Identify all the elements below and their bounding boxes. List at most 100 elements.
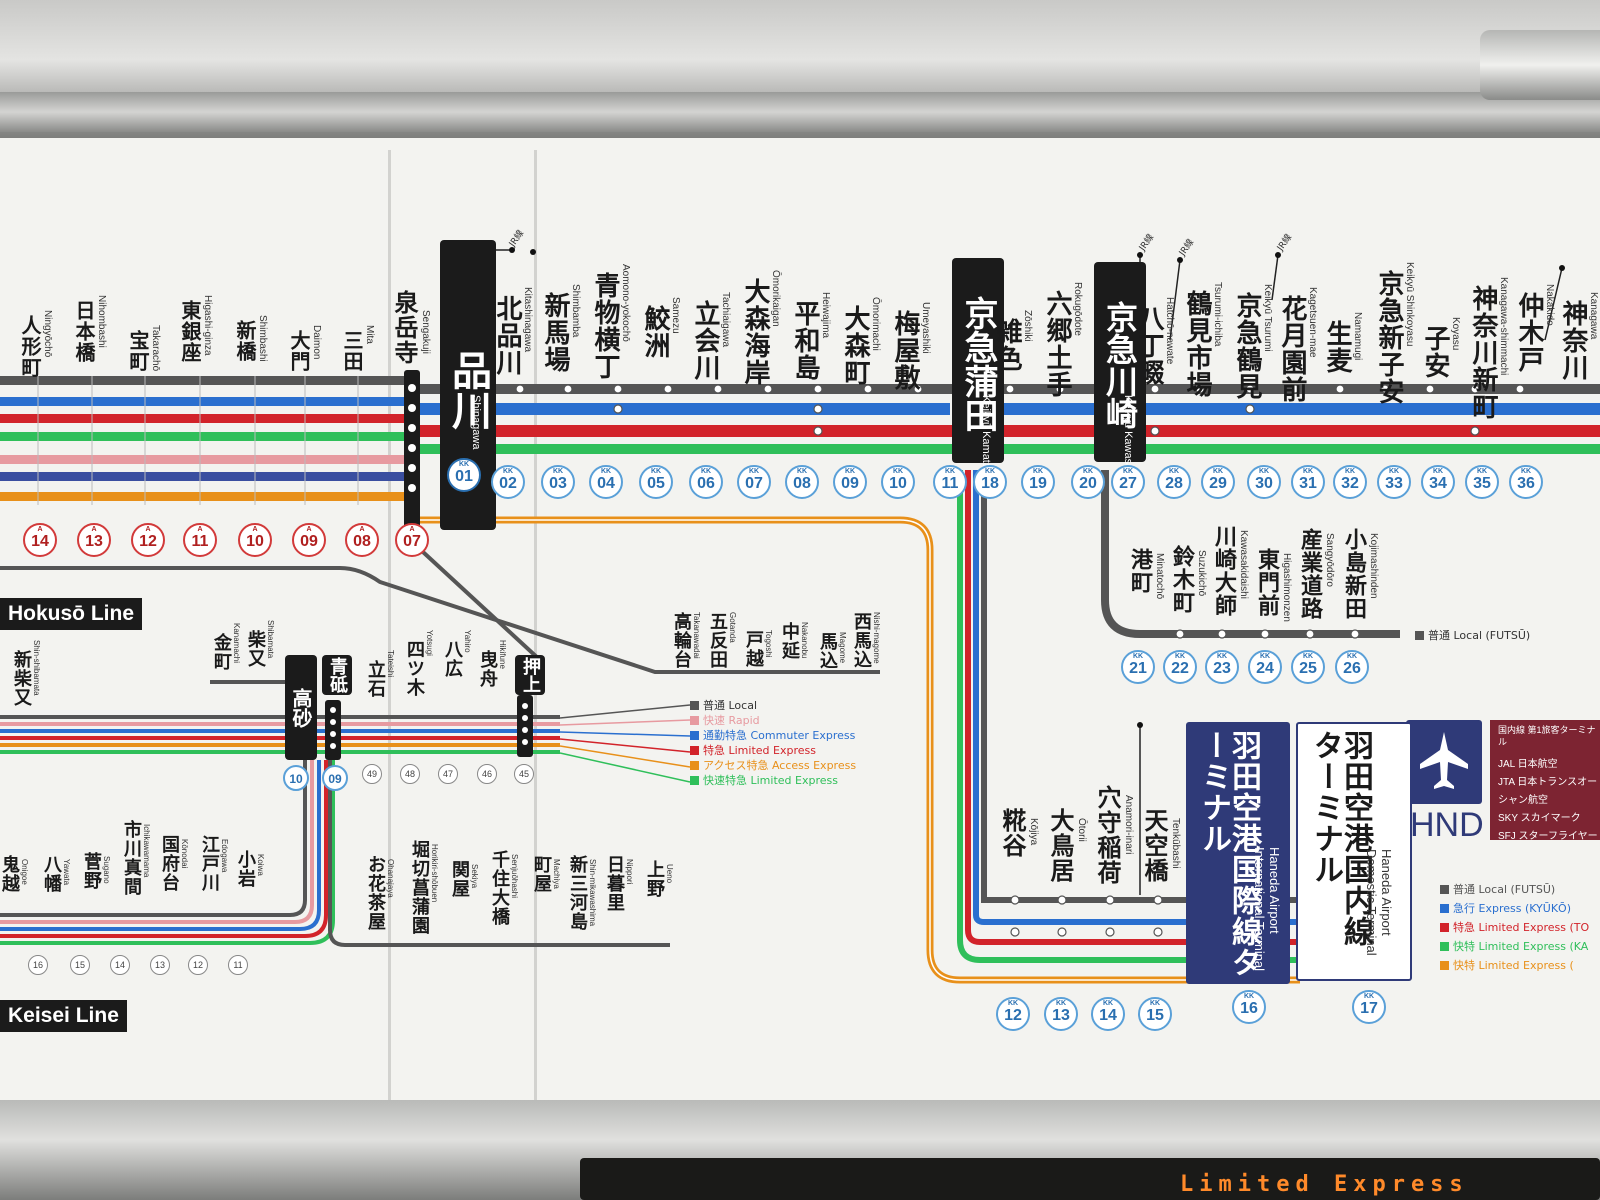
station-number: 13 bbox=[1052, 1007, 1070, 1024]
station-name: 立会川 bbox=[690, 300, 720, 381]
legend-swatch bbox=[1440, 885, 1449, 894]
station-romaji: Hatchō-nawate bbox=[1164, 297, 1175, 365]
station-name: 大鳥居 bbox=[1046, 808, 1074, 883]
station-name: 泉岳寺 bbox=[390, 290, 418, 365]
airline-item: JAL 日本航空 bbox=[1498, 759, 1558, 770]
station-name: 雑色 bbox=[992, 318, 1022, 372]
station-number: 12 bbox=[192, 960, 203, 970]
station-romaji: Yotsugi bbox=[425, 630, 434, 656]
station-romaji: Keikyū Shinkoyasu bbox=[1404, 262, 1415, 347]
station-romaji: Suzukichō bbox=[1196, 550, 1207, 597]
station-number: 24 bbox=[1256, 660, 1274, 677]
station-name: 新柴又 bbox=[11, 650, 32, 707]
panel-seam bbox=[388, 150, 391, 1110]
station-name: 高砂 bbox=[289, 687, 313, 728]
station-romaji: Kanagawa-shimmachi bbox=[1498, 277, 1509, 376]
station-romaji: Tateishi bbox=[386, 650, 395, 678]
station-number: 28 bbox=[1165, 475, 1183, 492]
station-romaji: Shinagawa bbox=[470, 395, 482, 450]
line-code: KK bbox=[1168, 468, 1180, 475]
station-number: 32 bbox=[1341, 475, 1359, 492]
airline-panel: 国内線 第1旅客ターミナル JAL 日本航空 JTA 日本トランスオーシャン航空… bbox=[1490, 720, 1600, 842]
legend-ja: アクセス特急 bbox=[703, 759, 769, 772]
line-code: KK bbox=[944, 468, 956, 475]
station-name: 花月園前 bbox=[1277, 295, 1307, 403]
legend-en: Access Express bbox=[771, 759, 857, 772]
legend-ja: 快特 bbox=[1453, 959, 1475, 972]
station-number: 08 bbox=[793, 475, 811, 492]
line-code: A bbox=[409, 526, 415, 533]
station-romaji: Edogawa bbox=[220, 839, 229, 873]
station-name: 新三河島 bbox=[567, 855, 588, 931]
terminal-romaji: Haneda Airport International Terminal bbox=[1252, 847, 1282, 972]
station-number: 23 bbox=[1213, 660, 1231, 677]
station-name: 鬼越 bbox=[0, 855, 20, 893]
station-romaji: Tenkūbashi bbox=[1170, 818, 1181, 869]
legend-swatch bbox=[690, 701, 699, 710]
station-number: 13 bbox=[154, 960, 165, 970]
station-number: 07 bbox=[745, 475, 763, 492]
station-name: 人形町 bbox=[18, 315, 42, 378]
legend-en: Limited Express ( bbox=[1478, 959, 1574, 972]
station-name: 西馬込 bbox=[851, 612, 872, 669]
line-code: A bbox=[145, 526, 151, 533]
legend-swatch bbox=[690, 776, 699, 785]
station-number: 36 bbox=[1517, 475, 1535, 492]
station-name: 馬込 bbox=[817, 632, 838, 670]
legend-ja: 快特 bbox=[1453, 940, 1475, 953]
station-name: 六郷土手 bbox=[1042, 290, 1072, 398]
station-romaji: Machiya bbox=[552, 859, 561, 889]
line-code: KK bbox=[1032, 468, 1044, 475]
station-name: 立石 bbox=[365, 660, 386, 698]
line-code: KK bbox=[1102, 1000, 1114, 1007]
legend-swatch bbox=[1440, 942, 1449, 951]
legend-item: 急行 Express (KYŪKŌ) bbox=[1440, 899, 1589, 918]
station-dots bbox=[515, 384, 1525, 937]
station-number-badge: 48 bbox=[400, 764, 420, 784]
station-name: 四ツ木 bbox=[404, 640, 425, 697]
hnd-label: HND bbox=[1410, 806, 1484, 844]
legend-item: 快速 Rapid bbox=[690, 713, 856, 728]
station-number: 15 bbox=[74, 960, 85, 970]
terminal-domestic: 羽田空港国内線ターミナル Haneda Airport Domestic Ter… bbox=[1296, 722, 1412, 981]
station-name: 京急川崎 bbox=[1101, 301, 1139, 429]
station-romaji: Takarachō bbox=[150, 325, 161, 372]
station-romaji: Nakakido bbox=[1544, 284, 1555, 326]
station-name: 港町 bbox=[1127, 548, 1152, 594]
station-number: 46 bbox=[481, 769, 492, 779]
legend-en: Limited Express (KA bbox=[1478, 940, 1589, 953]
window-latch bbox=[1480, 30, 1600, 100]
station-name: 日暮里 bbox=[604, 855, 625, 912]
station-romaji: Magome bbox=[838, 632, 847, 664]
station-number: 11 bbox=[191, 533, 209, 550]
station-name: 関屋 bbox=[449, 860, 470, 898]
line-code: KK bbox=[1302, 653, 1314, 660]
station-name: 小岩 bbox=[235, 850, 256, 888]
station-romaji: Higashi-ginza bbox=[202, 295, 213, 356]
station-romaji: Koiwa bbox=[256, 854, 265, 876]
line-code: KK bbox=[796, 468, 808, 475]
station-number: 12 bbox=[1004, 1007, 1022, 1024]
station-name: 上野 bbox=[644, 860, 665, 898]
station-name: 鈴木町 bbox=[1169, 545, 1194, 614]
station-romaji: Koyasu bbox=[1450, 317, 1461, 351]
line-code: KK bbox=[1258, 468, 1270, 475]
station-number: 10 bbox=[889, 475, 907, 492]
station-number-badge: 12 bbox=[188, 955, 208, 975]
station-name: 国府台 bbox=[159, 835, 180, 892]
station-number: 11 bbox=[941, 475, 959, 492]
legend-item: 普通 Local bbox=[690, 698, 856, 713]
